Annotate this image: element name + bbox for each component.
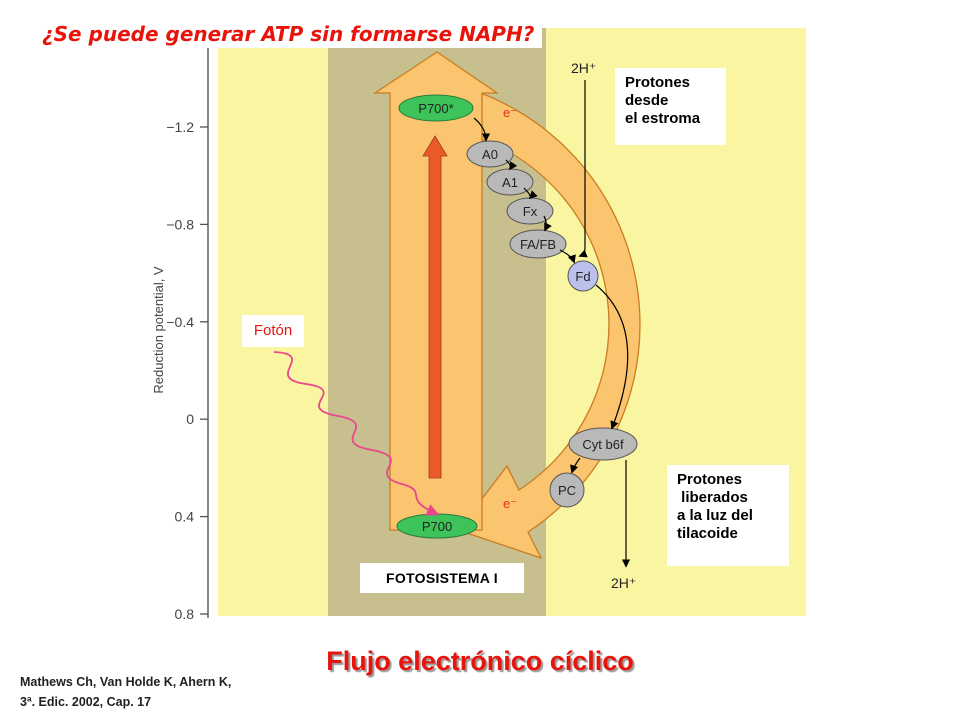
citation: Mathews Ch, Van Holde K, Ahern K, 3ª. Ed… [20,672,231,712]
protons-stroma-line-3: el estroma [625,110,701,127]
citation-line-1: Mathews Ch, Van Holde K, Ahern K, [20,675,232,689]
electron-label-top: e⁻ [503,105,517,120]
electron-label-bottom: e⁻ [503,496,517,511]
proton-uptake-arrow [578,80,588,258]
p700-excited-label: P700* [418,101,453,116]
bottom-title: Flujo electrónico cíclico [326,646,634,676]
protons-lumen-line-2: liberados [677,489,748,506]
protons-lumen-line-3: a la luz del [677,507,753,524]
carrier-cyt-b6f: Cyt b6f [568,427,638,461]
axis-label: Reduction potential, V [151,266,166,394]
photon-wave [273,351,440,516]
carrier-cyt-label: Cyt b6f [582,437,624,452]
carrier-a0: A0 [466,140,514,168]
axis-tick-label-5: 0.8 [175,606,195,622]
protons-stroma-note: Protones desde el estroma [615,68,726,145]
electron-transfer-arrows [473,117,629,474]
carrier-fx-label: Fx [523,204,538,219]
photosystem-label: FOTOSISTEMA I [360,563,524,593]
axis-tick-label-0: −1.2 [166,119,194,135]
excitation-arrow [422,135,448,479]
carrier-fd-label: Fd [575,269,590,284]
axis-tick-label-4: 0.4 [175,509,195,525]
carrier-fa-fb-label: FA/FB [520,237,556,252]
protons-lumen-note: Protones liberados a la luz del tilacoid… [667,465,789,566]
page-title: ¿Se puede generar ATP sin formarse NAPH? [34,20,543,48]
axis-tick-label-1: −0.8 [166,216,194,232]
photon-label: Fotón [242,315,304,347]
carrier-pc: PC [549,472,585,508]
p700-excited: P700* [398,94,474,122]
carrier-fd: Fd [567,260,599,292]
protons-lumen-line-4: tilacoide [677,525,738,542]
axis-tick-label-2: −0.4 [166,314,194,330]
carrier-a1: A1 [486,168,534,196]
carrier-a0-label: A0 [482,147,498,162]
p700-label: P700 [422,519,452,534]
p700-ground: P700 [396,513,478,539]
protons-stroma-line-1: Protones [625,74,691,91]
proton-label-bottom: 2H⁺ [611,575,636,591]
protons-lumen-line-1: Protones [677,471,743,488]
carrier-fa-fb: FA/FB [509,229,567,259]
potential-axis: −1.2 −0.8 −0.4 0 0.4 0.8 Reduction potential,… [151,48,209,622]
carrier-pc-label: PC [558,483,576,498]
carrier-a1-label: A1 [502,175,518,190]
axis-tick-label-3: 0 [186,411,194,427]
citation-line-2: 3ª. Edic. 2002, Cap. 17 [20,695,152,709]
protons-stroma-line-2: desde [625,92,669,109]
proton-label-top: 2H⁺ [571,60,596,76]
carrier-fx: Fx [506,197,554,225]
